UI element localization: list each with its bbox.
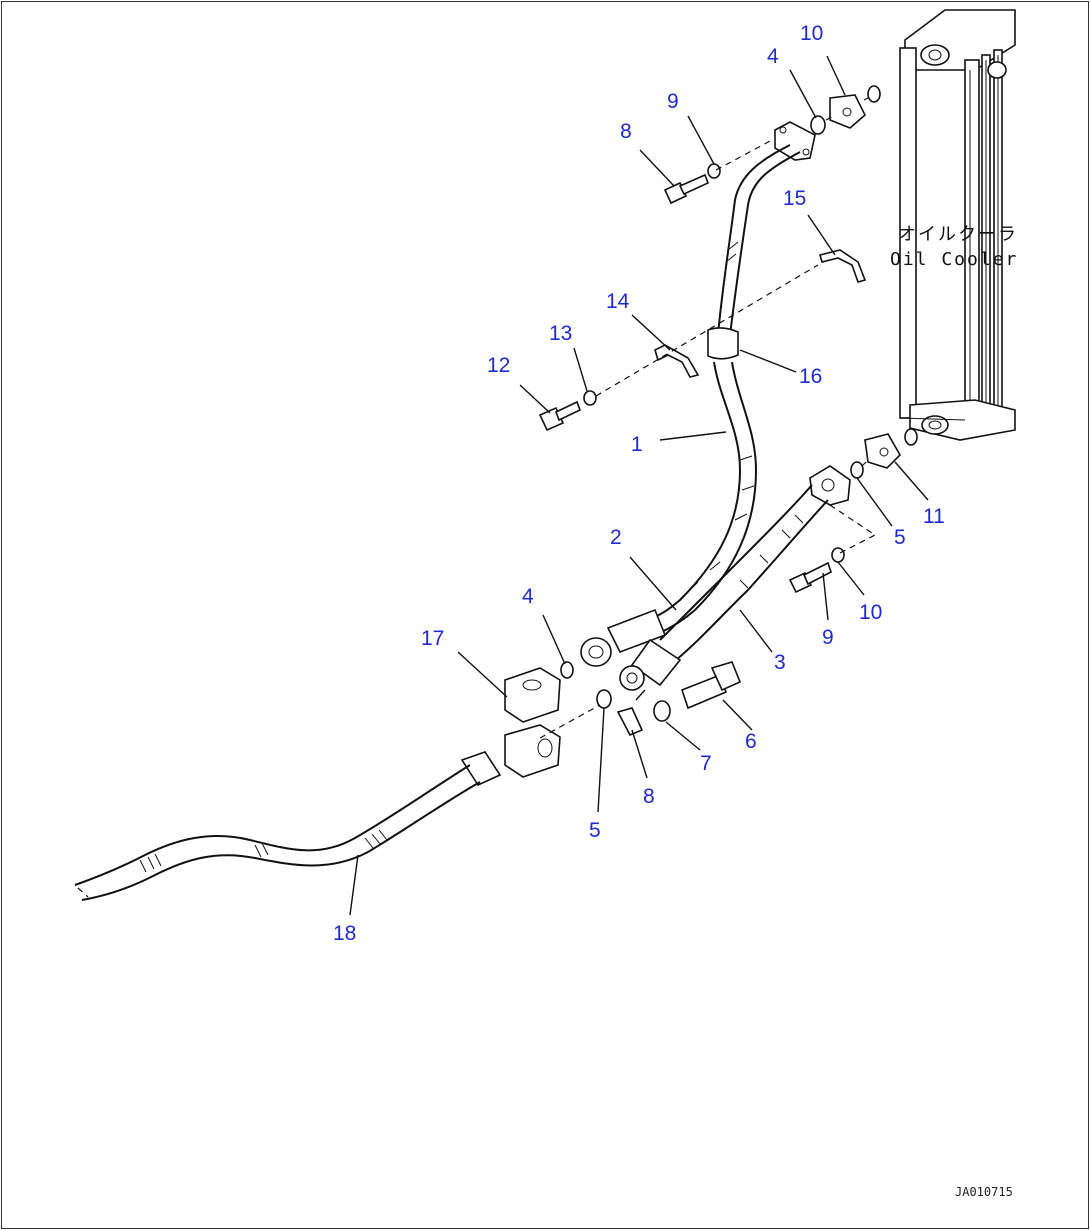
drawing-code: JA010715 (955, 1185, 1013, 1199)
callout-9-upper: 9 (667, 90, 679, 113)
callout-17: 17 (421, 627, 444, 650)
callout-10-upper: 10 (800, 22, 823, 45)
leader-lines (349, 55, 929, 916)
callout-8-upper: 8 (620, 120, 632, 143)
callout-1: 1 (631, 433, 643, 456)
oil-cooler (899, 9, 1016, 441)
callout-5-right: 5 (894, 526, 906, 549)
hose-3 (619, 465, 851, 691)
callout-10-lower: 10 (859, 601, 882, 624)
callout-2: 2 (610, 526, 622, 549)
hose-18 (74, 751, 502, 901)
small-parts (538, 85, 918, 737)
callout-8-lower: 8 (643, 785, 655, 808)
block-17 (504, 667, 561, 778)
callout-18: 18 (333, 922, 356, 945)
callout-14: 14 (606, 290, 630, 313)
callout-5-lower: 5 (589, 819, 601, 842)
callout-3: 3 (774, 651, 786, 674)
callout-6: 6 (745, 730, 757, 753)
callout-4-upper: 4 (767, 45, 779, 68)
callout-16: 16 (799, 365, 822, 388)
oil-cooler-label-jp: オイルクーラ (898, 224, 1018, 245)
oil-cooler-label-en: Oil Cooler (890, 249, 1018, 270)
hose-1 (580, 121, 816, 667)
callout-12: 12 (487, 354, 510, 377)
callout-7: 7 (700, 752, 712, 775)
callout-15: 15 (783, 187, 806, 210)
assembly-lines (539, 96, 876, 739)
callout-11: 11 (923, 505, 945, 528)
callout-13: 13 (549, 322, 572, 345)
callout-9-lower: 9 (822, 626, 834, 649)
callout-4-lower: 4 (522, 585, 534, 608)
